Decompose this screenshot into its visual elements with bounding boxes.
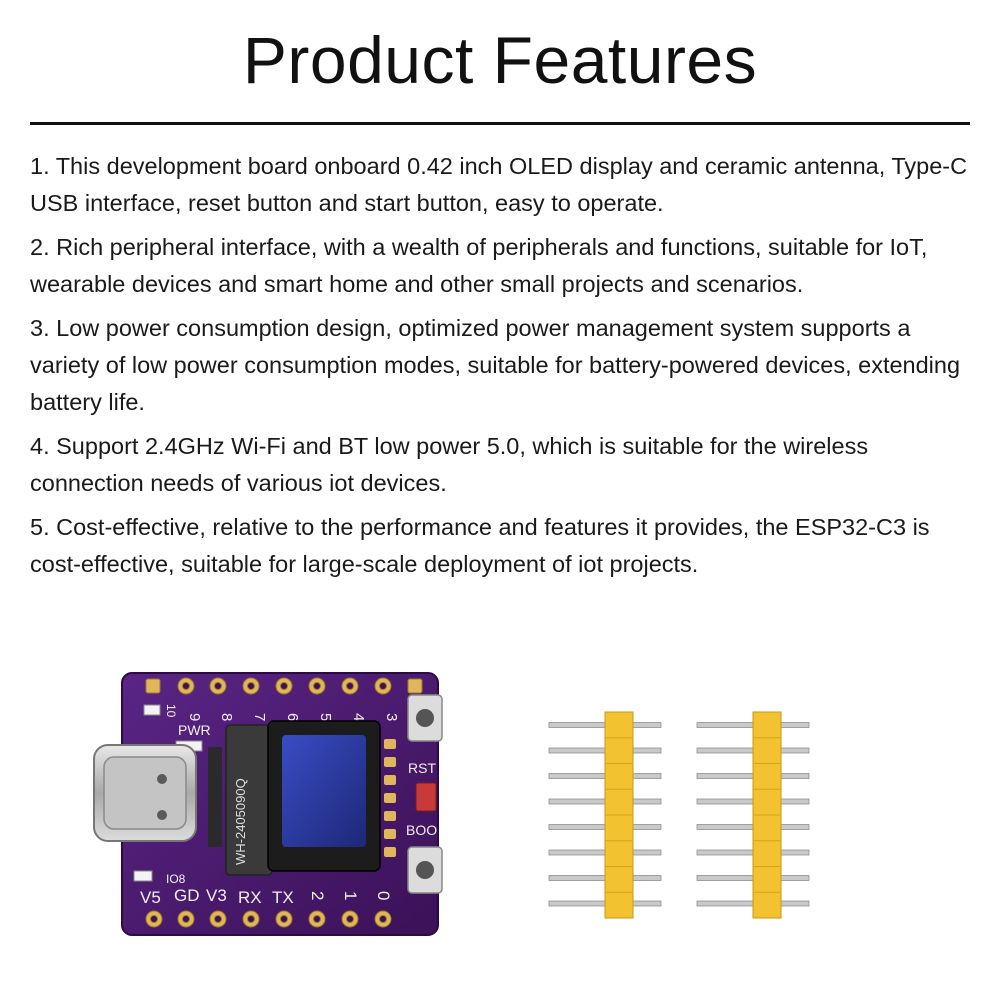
pin-label: 6 (284, 713, 301, 721)
antenna-marking: WH-2405090Q (233, 778, 248, 865)
feature-item: 3. Low power consumption design, optimiz… (30, 315, 961, 415)
led-indicator (143, 704, 161, 716)
pin-label: 1 (341, 891, 360, 900)
feature-item: 5. Cost-effective, relative to the perfo… (30, 514, 930, 577)
pin-label: 9 (186, 713, 203, 721)
io8-label: IO8 (166, 872, 186, 886)
boot-label: BOO (406, 822, 437, 838)
pin-label: GD (174, 886, 200, 905)
top-pads (145, 677, 423, 695)
pin-label: V5 (140, 888, 161, 907)
pin-header-image (696, 711, 810, 919)
pin-strip (384, 739, 396, 857)
feature-list: 1. This development board onboard 0.42 i… (30, 148, 980, 590)
rst-switch (415, 782, 437, 812)
led-label: 10 (164, 704, 178, 718)
pin-label: V3 (206, 886, 227, 905)
pin-label: TX (272, 888, 294, 907)
oled-display (282, 735, 366, 847)
feature-item: 4. Support 2.4GHz Wi-Fi and BT low power… (30, 433, 869, 496)
pin-label: 0 (374, 891, 393, 900)
io8-led (133, 870, 153, 882)
pwr-label: PWR (178, 722, 211, 738)
feature-item: 1. This development board onboard 0.42 i… (30, 153, 968, 216)
pin-label: 2 (308, 891, 327, 900)
esp32-c3-board-image: 9 8 7 6 5 4 3 10 PWR WH-2405090Q RST BOO… (93, 672, 443, 936)
pin-label: RX (238, 888, 262, 907)
rst-label: RST (408, 760, 436, 776)
bottom-pads (145, 910, 392, 928)
pin-label: 5 (317, 713, 334, 721)
ceramic-antenna (208, 747, 222, 847)
pin-label: 7 (251, 713, 268, 721)
title-divider (30, 122, 970, 125)
pin-label: 3 (383, 713, 400, 721)
pin-label: 8 (218, 713, 235, 721)
pin-header-image (548, 711, 662, 919)
page-title: Product Features (242, 23, 758, 97)
pin-label: 4 (350, 713, 367, 721)
feature-item: 2. Rich peripheral interface, with a wea… (30, 234, 928, 297)
